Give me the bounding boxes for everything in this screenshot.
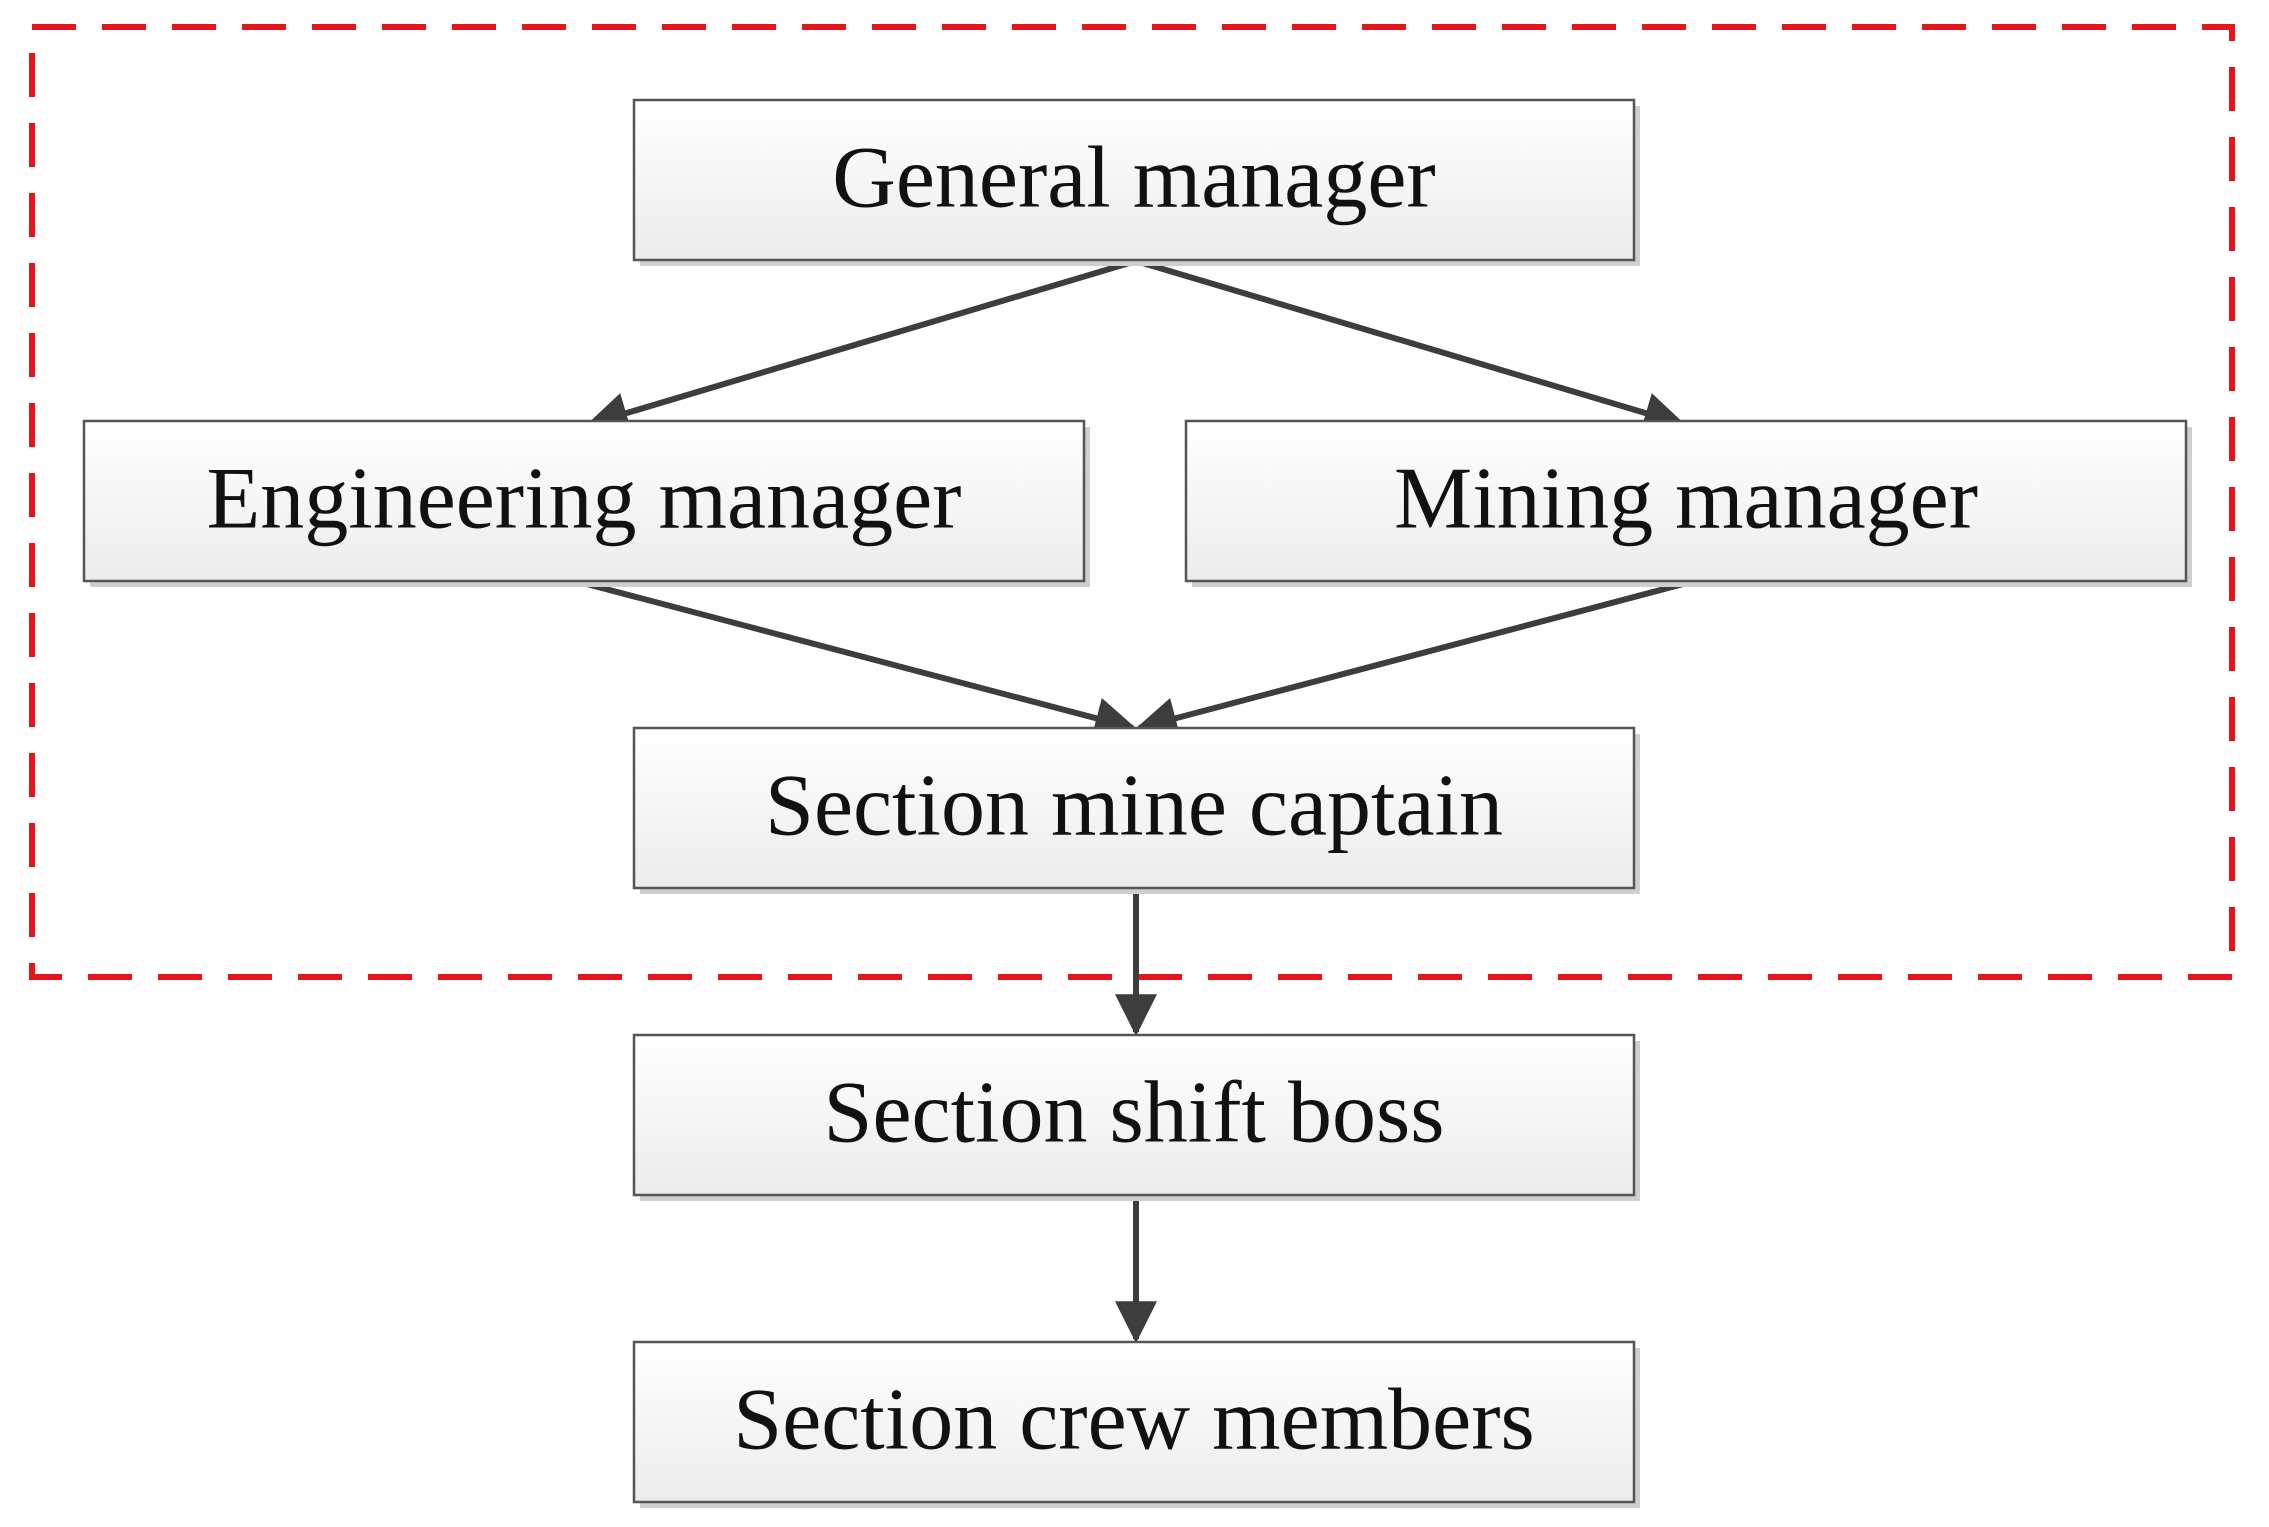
edges: [582, 258, 1688, 1344]
edge-mining-to-captain: [1134, 580, 1688, 739]
node-label: Section crew members: [733, 1372, 1535, 1469]
node-mining-manager: Mining manager: [1184, 419, 2192, 587]
node-label: Engineering manager: [206, 451, 961, 548]
edge-general-to-mining: [1135, 258, 1687, 434]
node-general-manager: General manager: [632, 98, 1640, 266]
node-section-crew-members: Section crew members: [632, 1340, 1640, 1508]
edge-general-to-engineering: [585, 258, 1137, 434]
node-label: General manager: [832, 130, 1435, 227]
node-section-shift-boss: Section shift boss: [632, 1033, 1640, 1201]
node-label: Section mine captain: [765, 758, 1503, 855]
node-section-mine-captain: Section mine captain: [632, 726, 1640, 894]
node-label: Section shift boss: [824, 1065, 1445, 1162]
node-engineering-manager: Engineering manager: [82, 419, 1090, 587]
management-group-boundary: [29, 24, 2235, 980]
edge-engineering-to-captain: [582, 580, 1138, 739]
node-label: Mining manager: [1394, 451, 1978, 548]
